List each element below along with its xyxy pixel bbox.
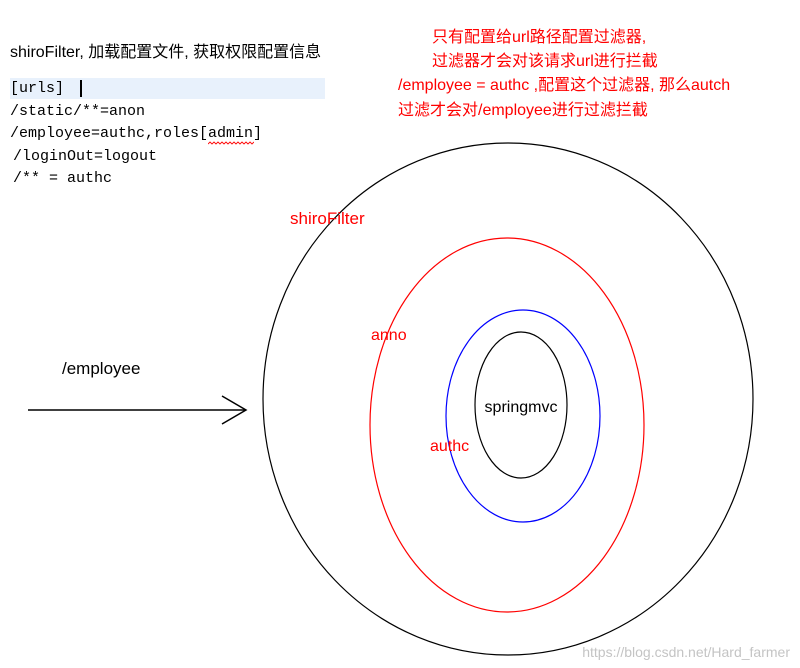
current-line-highlight — [10, 78, 325, 99]
request-arrow-head — [221, 395, 248, 425]
spellcheck-wave — [208, 141, 254, 145]
springmvc-core-ring — [474, 331, 568, 479]
shiro-filter-ring — [262, 142, 754, 656]
shiro-filter-label: shiroFilter — [290, 209, 365, 228]
spellcheck-underline — [208, 141, 254, 145]
request-label: /employee — [62, 359, 140, 378]
anno-filter-ring — [369, 237, 645, 613]
note-line-2: 过滤器才会对该请求url进行拦截 — [432, 53, 658, 70]
note-line-1: 只有配置给url路径配置过滤器, — [432, 29, 647, 46]
text-cursor — [80, 80, 82, 97]
config-section-header: [urls] — [10, 80, 65, 97]
config-rule-employee: /employee=authc,roles[admin] — [10, 125, 263, 142]
anno-filter-label: anno — [371, 327, 407, 344]
springmvc-label: springmvc — [485, 399, 558, 416]
config-snippet: [urls] /static/**=anon /employee=authc,r… — [10, 78, 262, 191]
config-rule-static: /static/**=anon — [10, 102, 146, 120]
note-line-4: 过滤才会对/employee进行过滤拦截 — [398, 102, 648, 119]
watermark: https://blog.csdn.net/Hard_farmer — [582, 644, 790, 660]
config-rule-logout: /loginOut=logout — [13, 147, 158, 165]
page-title: shiroFilter, 加载配置文件, 获取权限配置信息 — [10, 44, 322, 61]
authc-filter-ring — [445, 309, 601, 523]
config-rule-default: /** = authc — [13, 170, 113, 187]
authc-filter-label: authc — [430, 438, 469, 455]
note-line-3: /employee = authc ,配置这个过滤器, 那么autch — [398, 77, 731, 94]
